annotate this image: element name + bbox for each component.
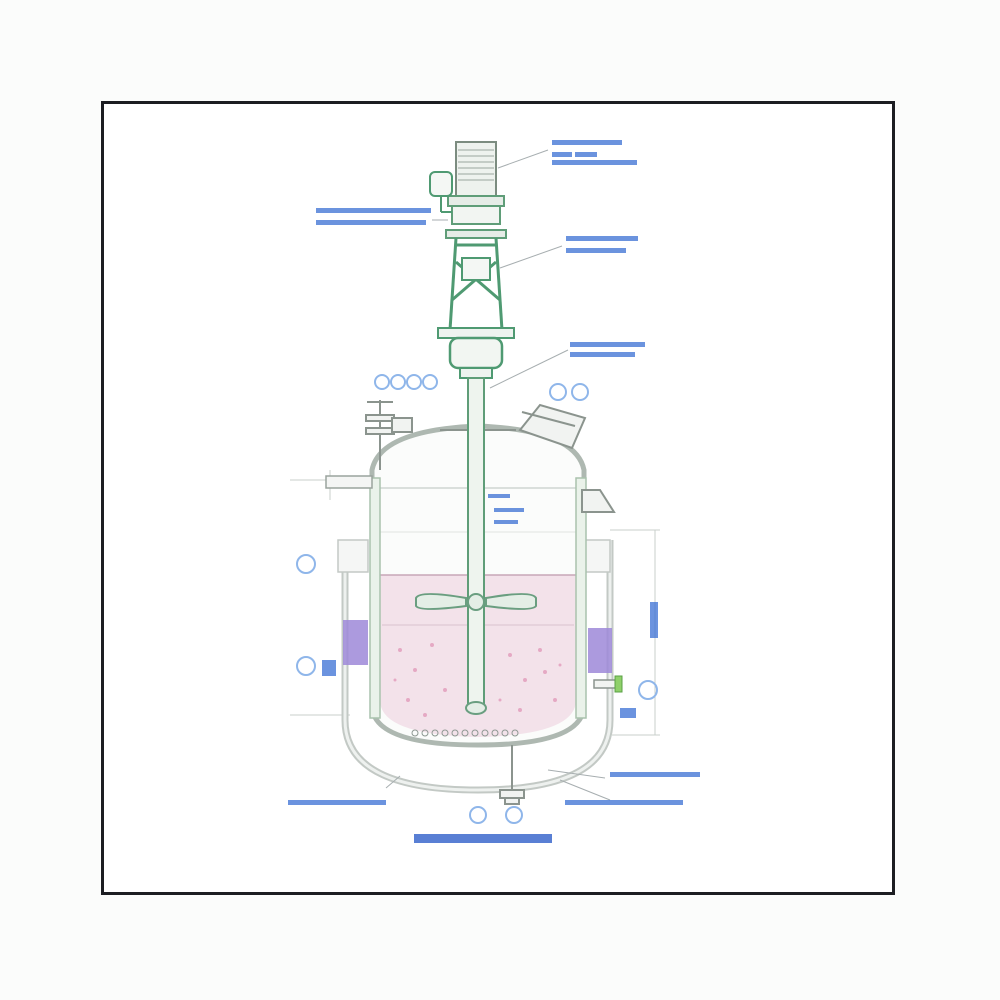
baffles — [369, 477, 587, 719]
agitator-shaft — [467, 377, 485, 709]
side-valve — [593, 675, 623, 693]
port-circle-icon — [571, 383, 589, 401]
port-circle-icon — [406, 374, 422, 390]
illegible-labels — [288, 140, 700, 805]
nozzle-icon — [518, 403, 587, 450]
gauge-icon — [429, 171, 453, 213]
agitator-icon — [415, 593, 537, 611]
liquid-bubbles — [393, 643, 562, 717]
port-circle-icon — [549, 383, 567, 401]
nozzle-icon — [581, 489, 616, 513]
port-circles — [296, 374, 658, 824]
port-circle-icon — [296, 554, 316, 574]
agitator-drive — [415, 141, 537, 715]
bottom-caption-block — [414, 834, 552, 843]
port-circle-icon — [505, 806, 523, 824]
distributor-plate — [411, 729, 519, 737]
top-nozzles — [325, 400, 616, 513]
port-circle-icon — [390, 374, 406, 390]
port-circle-icon — [374, 374, 390, 390]
port-circle-icon — [422, 374, 438, 390]
port-circle-icon — [296, 656, 316, 676]
port-circle-icon — [638, 680, 658, 700]
vessel-jacket — [337, 539, 614, 794]
heating-jacket-bands — [343, 620, 612, 673]
nozzle-icon — [365, 400, 413, 470]
port-circle-icon — [469, 806, 487, 824]
outlet-valve-icon — [499, 745, 525, 805]
leader-lines — [385, 149, 611, 801]
